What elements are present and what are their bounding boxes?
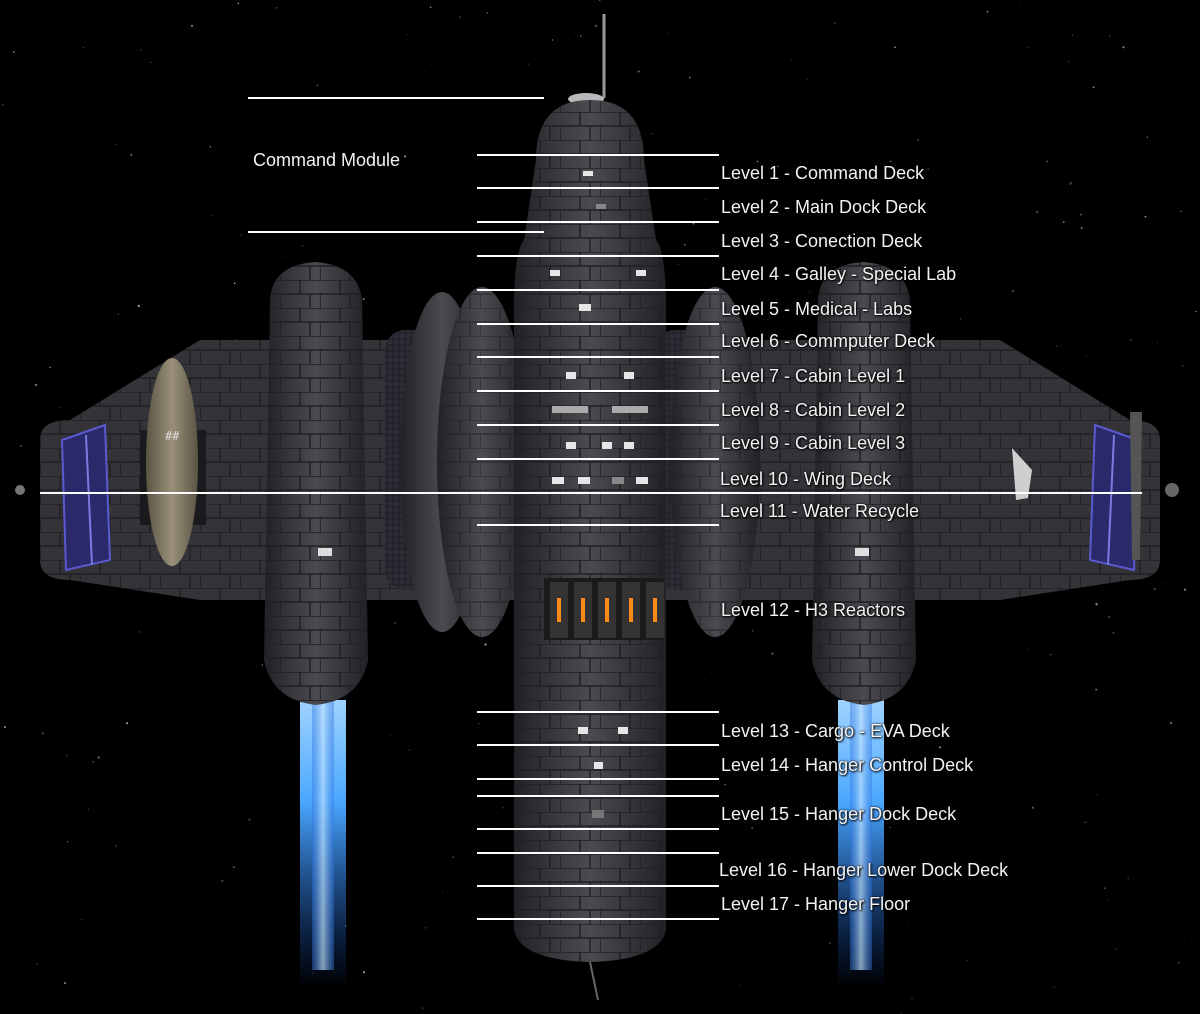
wing-marker xyxy=(1012,448,1032,500)
h3-reactors xyxy=(544,578,664,640)
level-label-15: Level 15 - Hanger Dock Deck xyxy=(721,804,957,824)
level-label-4: Level 4 - Galley - Special Lab xyxy=(721,264,957,284)
level-label-8: Level 8 - Cabin Level 2 xyxy=(721,400,906,420)
reactor-glow xyxy=(557,598,561,622)
left-solar-panel xyxy=(60,423,112,572)
level-label-14: Level 14 - Hanger Control Deck xyxy=(721,755,974,775)
svg-text:##: ## xyxy=(165,429,180,443)
fuel-tanks xyxy=(385,287,760,637)
level-label-2: Level 2 - Main Dock Deck xyxy=(721,197,927,217)
engine-nacelles xyxy=(264,262,916,705)
command-module-label: Command Module xyxy=(253,150,401,170)
reactor-glow xyxy=(629,598,633,622)
level-label-1: Level 1 - Command Deck xyxy=(721,163,925,183)
reactor-glow xyxy=(581,598,585,622)
level-label-16: Level 16 - Hanger Lower Dock Deck xyxy=(719,860,1009,880)
level-label-17: Level 17 - Hanger Floor xyxy=(721,894,911,914)
level-separator-lines xyxy=(40,97,1142,920)
reactor-glow xyxy=(605,598,609,622)
level-label-3: Level 3 - Conection Deck xyxy=(721,231,923,251)
level-label-7: Level 7 - Cabin Level 1 xyxy=(721,366,906,386)
level-label-6: Level 6 - Commputer Deck xyxy=(721,331,936,351)
level-label-13: Level 13 - Cargo - EVA Deck xyxy=(721,721,950,741)
level-label-12: Level 12 - H3 Reactors xyxy=(721,600,906,620)
reactor-glow xyxy=(653,598,657,622)
level-label-9: Level 9 - Cabin Level 3 xyxy=(721,433,906,453)
central-hull xyxy=(514,14,666,1001)
level-label-11: Level 11 - Water Recycle xyxy=(720,501,920,521)
level-label-5: Level 5 - Medical - Labs xyxy=(721,299,913,319)
level-label-10: Level 10 - Wing Deck xyxy=(720,469,892,489)
